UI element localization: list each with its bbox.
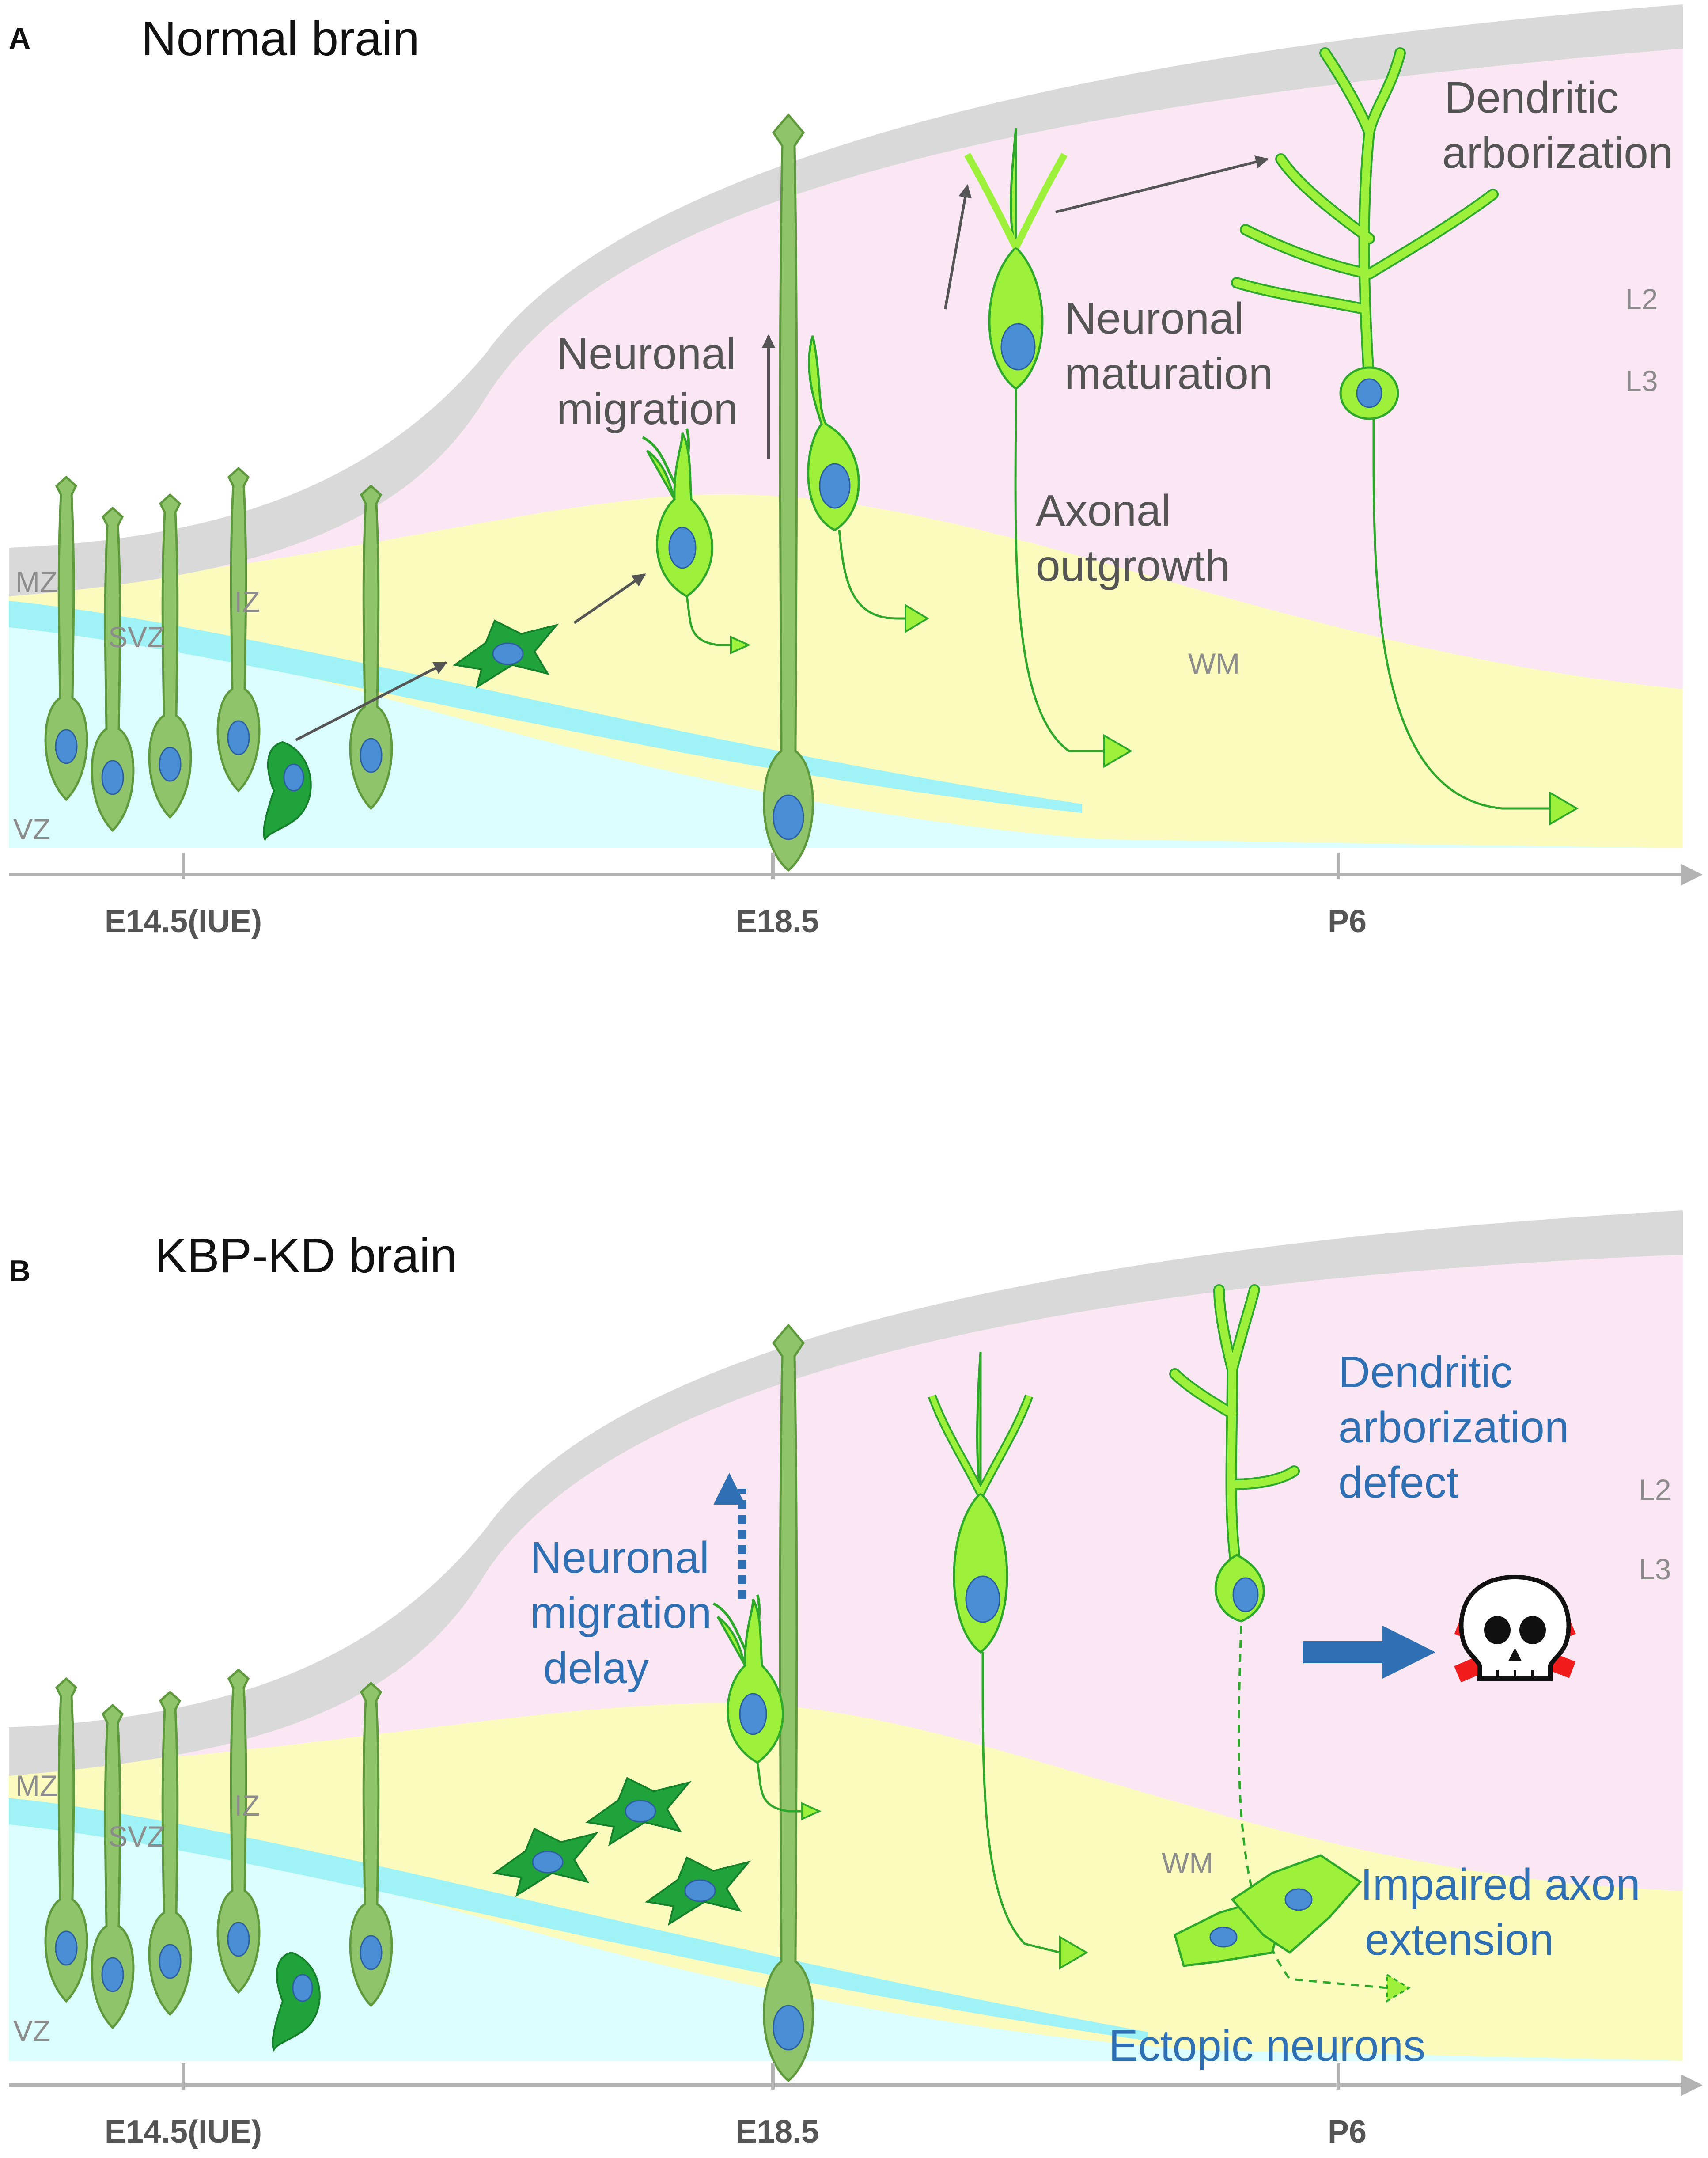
label-migration: Neuronal — [557, 329, 736, 379]
timeline-tick: P6 — [1328, 904, 1367, 939]
pia-layer — [9, 4, 1683, 596]
zone-label-iz: IZ — [234, 1789, 260, 1822]
zone-label-svz: SVZ — [108, 621, 165, 653]
maturing-neuron — [964, 128, 1132, 768]
panel-a: A Normal brain MZ SVZ IZ VZ WM L2 L3 Neu… — [9, 4, 1703, 939]
label-dendritic: arborization — [1442, 128, 1673, 178]
label-ectopic: Ectopic neurons — [1109, 2021, 1425, 2071]
label-impaired-axon: extension — [1365, 1915, 1554, 1965]
label-maturation: Neuronal — [1064, 294, 1244, 343]
defective-neuron — [1169, 1284, 1411, 2003]
panel-b: B KBP-KD brain MZ SVZ IZ VZ WM L2 L3 Neu… — [9, 1210, 1703, 2150]
zone-label-l3: L3 — [1625, 364, 1658, 397]
panel-letter: B — [9, 1254, 30, 1288]
label-migration: migration — [557, 384, 738, 434]
zone-label-vz: VZ — [13, 813, 50, 846]
label-delay: Neuronal — [530, 1533, 709, 1582]
label-axonal: Axonal — [1036, 486, 1171, 535]
svz-band — [9, 1798, 1148, 2041]
timeline-tick: E14.5(IUE) — [105, 2114, 262, 2150]
timeline-tick: E18.5 — [736, 2114, 819, 2150]
svz-band — [9, 601, 1082, 813]
zone-label-l2: L2 — [1639, 1473, 1671, 1506]
maturing-neuron — [928, 1351, 1088, 1970]
zone-label-mz: MZ — [15, 565, 57, 598]
migrating-neuron-e185 — [807, 335, 929, 633]
zone-label-vz: VZ — [13, 2014, 50, 2047]
ectopic-neurons — [1174, 1854, 1362, 1967]
pia-layer — [9, 1210, 1683, 1776]
zone-label-l2: L2 — [1625, 283, 1658, 315]
panel-title: Normal brain — [141, 11, 420, 66]
label-delay: migration — [530, 1588, 712, 1638]
timeline-tick: E14.5(IUE) — [105, 904, 262, 939]
zone-label-svz: SVZ — [108, 1820, 165, 1853]
arborization-arrow — [1055, 155, 1269, 213]
maturation-arrow — [944, 184, 972, 310]
label-defect: Dendritic — [1338, 1347, 1513, 1397]
label-delay: delay — [543, 1643, 649, 1693]
zone-label-wm: WM — [1188, 647, 1240, 680]
wm-layer — [9, 494, 1683, 848]
zone-label-iz: IZ — [234, 585, 260, 618]
label-maturation: maturation — [1064, 349, 1273, 398]
zone-label-l3: L3 — [1639, 1553, 1671, 1585]
label-axonal: outgrowth — [1036, 541, 1230, 591]
cortex-layer — [9, 49, 1683, 689]
zone-label-mz: MZ — [15, 1769, 57, 1802]
migration-arrow — [573, 573, 646, 624]
migration-arrow — [295, 661, 447, 741]
timeline-tick: E18.5 — [736, 904, 819, 939]
cell-death-arrow — [1303, 1626, 1435, 1679]
skull-icon — [1454, 1574, 1576, 1683]
wm-layer — [9, 1703, 1683, 2061]
label-defect: arborization — [1338, 1403, 1569, 1452]
mature-pyramidal-neuron — [1231, 47, 1579, 826]
label-defect: defect — [1338, 1458, 1459, 1507]
label-dendritic: Dendritic — [1444, 73, 1619, 122]
zone-label-wm: WM — [1162, 1847, 1213, 1879]
cortex-layer — [9, 1228, 1683, 1891]
panel-title: KBP-KD brain — [155, 1229, 457, 1283]
timeline-tick: P6 — [1328, 2114, 1367, 2150]
label-impaired-axon: Impaired axon — [1360, 1860, 1640, 1909]
panel-letter: A — [9, 22, 30, 55]
